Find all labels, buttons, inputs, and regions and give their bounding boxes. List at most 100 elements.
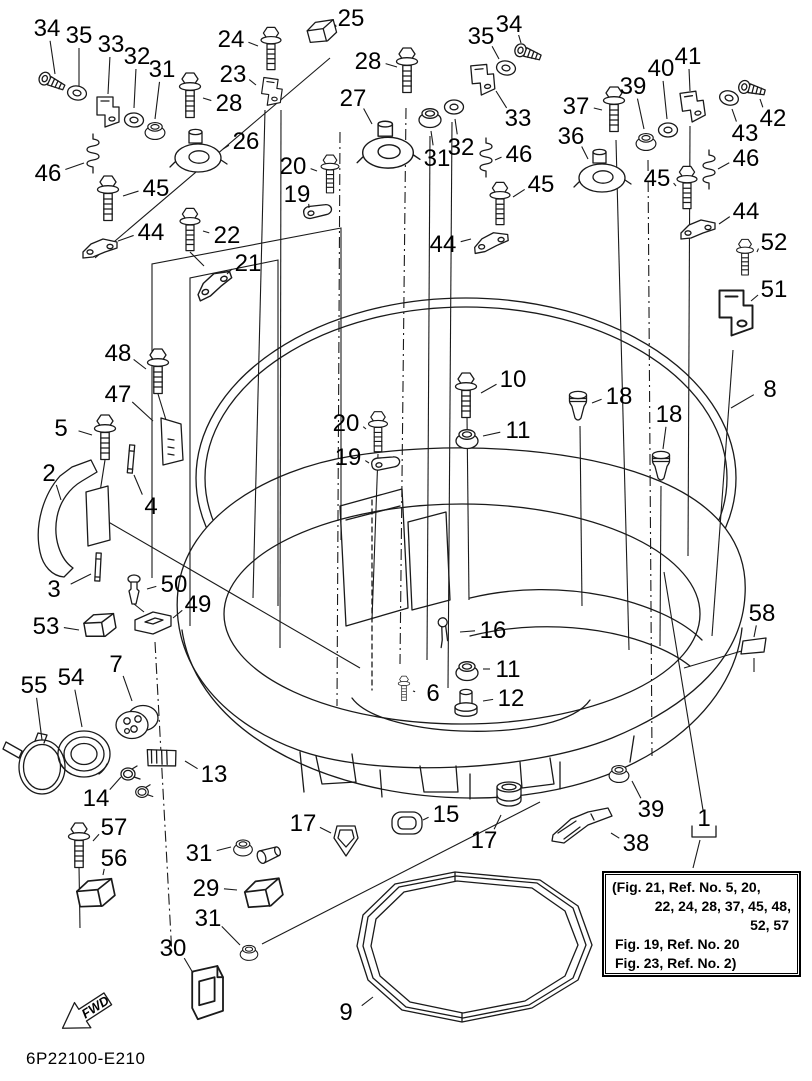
callout-leader-31 [430, 130, 434, 146]
part-51-bracketZ [718, 289, 754, 337]
callout-leader-10 [480, 383, 497, 394]
part-36-housing [573, 148, 632, 193]
reference-note-text: (Fig. 21, Ref. No. 5, 20, 22, 24, 28, 37… [605, 874, 798, 974]
part-52-bolt [736, 238, 754, 276]
cowl-lock-lever-part2 [37, 459, 111, 578]
callout-leader-45 [512, 189, 525, 198]
callout-leader-28 [385, 63, 398, 68]
part-48-bolt [146, 348, 170, 395]
part-7-plug [115, 704, 159, 740]
part-34-screw [512, 41, 544, 65]
callout-32: 32 [124, 43, 151, 70]
callout-leader-2 [55, 484, 62, 501]
callout-leader-21 [226, 268, 233, 275]
callout-leader-8 [730, 394, 755, 409]
callout-20: 20 [333, 410, 360, 437]
callout-28: 28 [216, 90, 243, 117]
callout-leader-36 [581, 146, 589, 160]
callout-31: 31 [149, 56, 176, 83]
callout-leader-33 [495, 90, 508, 109]
callout-leader-30 [183, 957, 194, 974]
callout-leader-46 [65, 162, 85, 171]
part-11-grommet [455, 661, 479, 682]
callout-leader-51 [750, 294, 759, 302]
part-4-pin [126, 444, 136, 474]
part-46-spring [702, 149, 716, 190]
part-17-cup [496, 781, 522, 807]
part-31-grommet [418, 108, 442, 129]
part-55-clampring [2, 732, 66, 795]
callout-leader-15 [422, 816, 429, 821]
callout-3: 3 [47, 576, 60, 603]
part-50-pushpin [127, 574, 141, 605]
part-27-housing [356, 120, 421, 169]
callout-leader-14 [109, 776, 122, 791]
note-line: Fig. 23, Ref. No. 2) [615, 955, 737, 971]
part-45-bolt [96, 175, 120, 222]
callout-33: 33 [98, 31, 125, 58]
callout-33: 33 [505, 105, 532, 132]
callout-22: 22 [214, 222, 241, 249]
callout-leader-32 [454, 118, 458, 135]
part-35-washer [65, 83, 89, 103]
part-47-plateA [160, 417, 184, 466]
part-44-bracketL [472, 230, 510, 255]
callout-29: 29 [193, 875, 220, 902]
part-53-block [82, 610, 118, 641]
callout-leader-5 [78, 430, 93, 436]
note-line: 52, 57 [750, 917, 789, 933]
part-40-washer [657, 122, 679, 138]
callout-30: 30 [160, 935, 187, 962]
callout-leader-29 [223, 888, 238, 891]
part-14-clampS [135, 784, 154, 798]
callout-leader-57 [92, 833, 100, 842]
callout-52: 52 [761, 229, 788, 256]
part-30-latch [191, 965, 224, 1021]
callout-8: 8 [763, 376, 776, 403]
part-45-bolt [489, 181, 511, 226]
callout-44: 44 [138, 219, 165, 246]
part-13-boot [144, 744, 180, 772]
callout-leader-11 [482, 431, 501, 437]
callout-19: 19 [335, 444, 362, 471]
fwd-label: FWD [79, 992, 113, 1021]
callout-leader-44 [117, 234, 134, 242]
part-21-bracketL [192, 267, 237, 302]
callout-17: 17 [471, 827, 498, 854]
callout-leader-28 [202, 97, 212, 102]
callout-12: 12 [498, 685, 525, 712]
callout-15: 15 [433, 801, 460, 828]
part-45-bolt [676, 165, 698, 210]
callout-19: 19 [284, 181, 311, 208]
callout-leader-23 [248, 79, 257, 86]
callout-31: 31 [195, 905, 222, 932]
part-38-latch38 [551, 807, 613, 844]
part-31-grommet [233, 839, 253, 857]
callout-leader-40 [662, 80, 668, 120]
callout-45: 45 [644, 165, 671, 192]
callout-leader-31 [216, 846, 232, 852]
part-29-block [242, 874, 286, 912]
callout-leader-27 [363, 108, 373, 125]
callout-35: 35 [468, 23, 495, 50]
callout-leader-19 [365, 460, 370, 464]
callout-34: 34 [34, 15, 61, 42]
callout-9: 9 [339, 999, 352, 1026]
callout-45: 45 [528, 171, 555, 198]
part-31-grommet [239, 944, 259, 961]
part-28-bolt [178, 72, 202, 119]
callout-23: 23 [220, 61, 247, 88]
part-28-bolt [395, 47, 419, 94]
group-bracket-ref1 [691, 825, 717, 838]
figure-code: 6P22100-E210 [26, 1049, 146, 1068]
part-25-block [304, 17, 339, 46]
part-10-bolt [454, 372, 478, 419]
reference-note-box: (Fig. 21, Ref. No. 5, 20, 22, 24, 28, 37… [602, 871, 801, 977]
callout-55: 55 [21, 672, 48, 699]
callout-leader-32 [133, 68, 137, 109]
callout-50: 50 [161, 571, 188, 598]
callout-46: 46 [35, 160, 62, 187]
callout-leader-41 [688, 68, 691, 92]
callout-18: 18 [656, 401, 683, 428]
callout-leader-56 [102, 868, 105, 876]
